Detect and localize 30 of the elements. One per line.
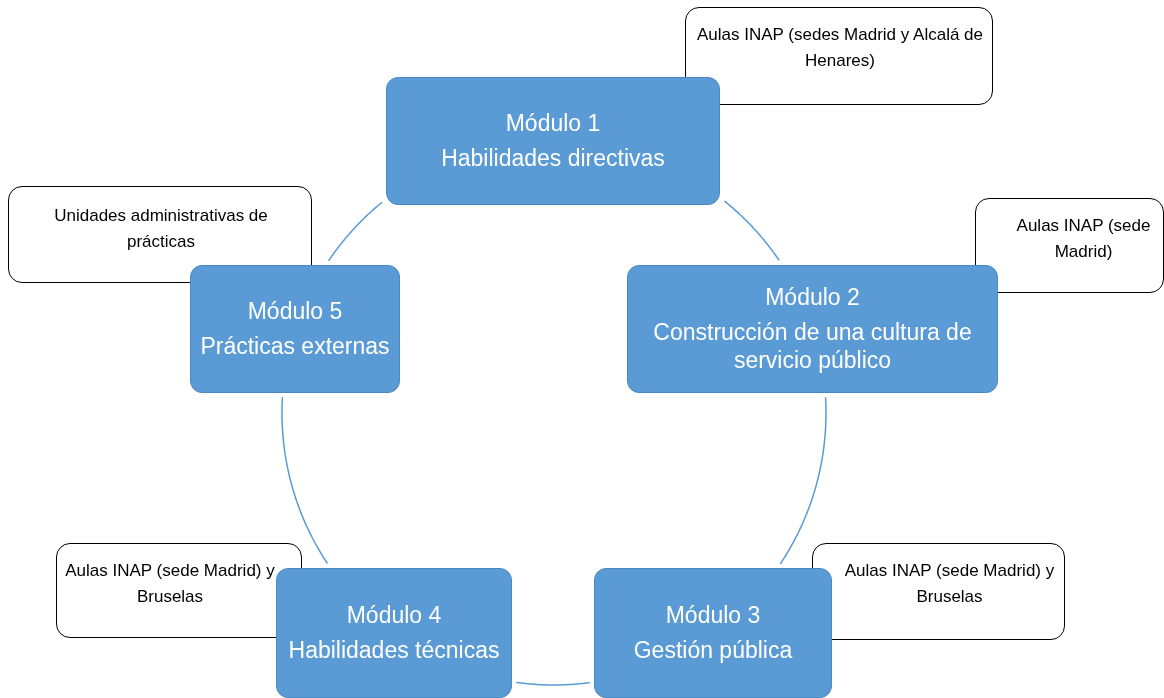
callout-box bbox=[975, 198, 1164, 293]
callout-box bbox=[56, 543, 302, 638]
module-title: Módulo 4 bbox=[346, 601, 442, 630]
module-box bbox=[190, 265, 400, 393]
location-note: Aulas INAP (sede Madrid) bbox=[1015, 215, 1152, 264]
connector-arc bbox=[281, 396, 329, 565]
module-box bbox=[594, 568, 832, 698]
location-note: Aulas INAP (sede Madrid) y Bruselas bbox=[64, 560, 276, 609]
module-box bbox=[276, 568, 512, 698]
module-name: Habilidades técnicas bbox=[288, 636, 500, 665]
module-box bbox=[386, 77, 720, 205]
module-name: Gestión pública bbox=[633, 636, 793, 665]
connector-arc bbox=[515, 681, 591, 686]
callout-box bbox=[8, 186, 312, 283]
connector-arc bbox=[327, 201, 383, 262]
location-note: Unidades administrativas de prácticas bbox=[53, 205, 269, 254]
connector-arc bbox=[779, 396, 827, 565]
module-name: Habilidades directivas bbox=[441, 144, 665, 173]
module-box bbox=[627, 265, 998, 393]
module-title: Módulo 1 bbox=[505, 109, 601, 138]
module-title: Módulo 5 bbox=[247, 297, 343, 326]
callout-box bbox=[812, 543, 1065, 640]
callout-box bbox=[685, 7, 993, 105]
connector-arc bbox=[723, 200, 780, 262]
module-name: Prácticas externas bbox=[200, 332, 390, 361]
location-note: Aulas INAP (sede Madrid) y Bruselas bbox=[843, 560, 1056, 609]
module-title: Módulo 3 bbox=[665, 601, 761, 630]
module-title: Módulo 2 bbox=[765, 282, 860, 312]
module-name: Construcción de una cultura de servicio público bbox=[652, 317, 973, 376]
location-note: Aulas INAP (sedes Madrid y Alcalá de Henares) bbox=[696, 24, 984, 73]
